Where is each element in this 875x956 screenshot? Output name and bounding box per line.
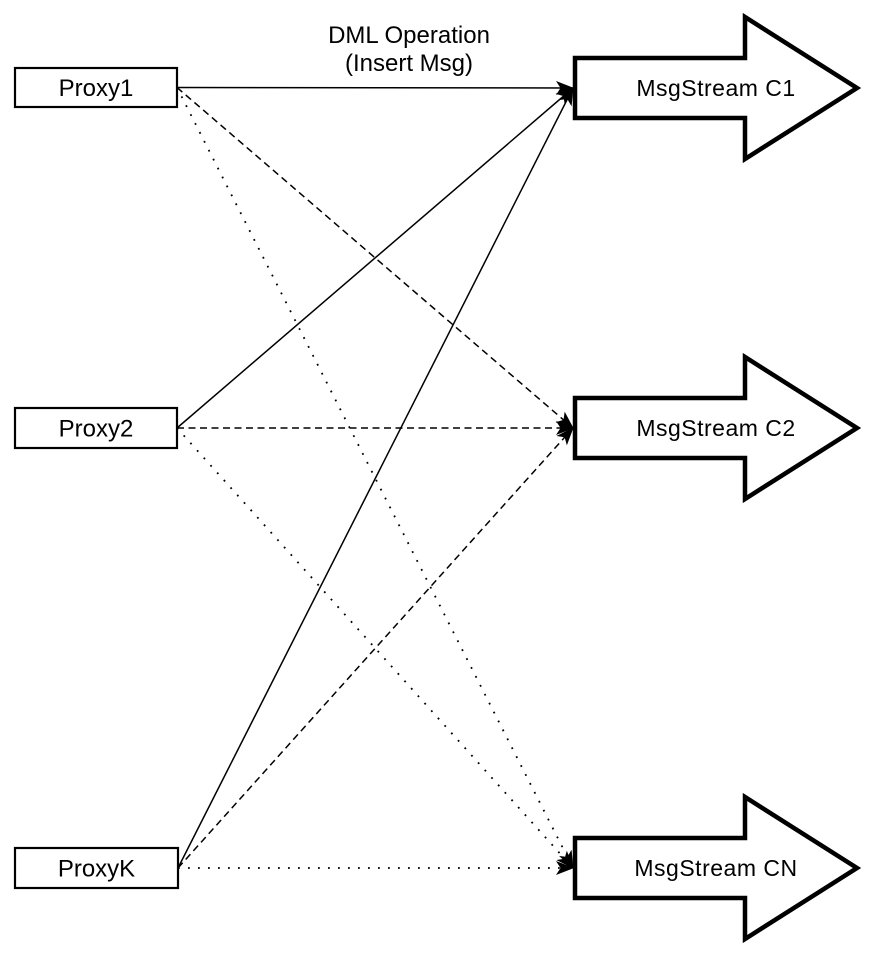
stream-label: MsgStream CN xyxy=(634,855,797,881)
proxy-box xyxy=(13,66,179,109)
proxy-node-proxy1: Proxy1 xyxy=(13,66,179,109)
stream-nodes-layer: MsgStream C1 MsgStream C2 MsgStream CN xyxy=(572,12,862,944)
edge-proxy2-cn xyxy=(176,427,574,869)
proxy-node-proxyk: ProxyK xyxy=(13,846,180,890)
stream-arrow-shape xyxy=(572,792,862,944)
edge-proxyk-c2 xyxy=(177,427,574,869)
stream-node-cn: MsgStream CN xyxy=(572,792,862,944)
stream-arrow-shape xyxy=(572,352,862,504)
proxy-box xyxy=(13,846,180,890)
proxy-node-proxy2: Proxy2 xyxy=(13,406,179,450)
stream-node-c1: MsgStream C1 xyxy=(572,12,862,164)
proxy-label: ProxyK xyxy=(58,856,135,883)
proxy-label: Proxy2 xyxy=(59,416,134,443)
edge-proxy1-c2 xyxy=(176,86,574,429)
edge-proxy1-c1 xyxy=(176,80,574,95)
stream-arrow-shape xyxy=(572,12,862,164)
edge-proxy2-c1 xyxy=(176,87,574,429)
diagram-title-line2: (Insert Msg) xyxy=(345,50,473,77)
proxy-label: Proxy1 xyxy=(59,75,134,102)
edges-layer xyxy=(176,80,574,875)
stream-label: MsgStream C2 xyxy=(636,415,795,441)
stream-node-c2: MsgStream C2 xyxy=(572,352,862,504)
edge-proxyk-c1 xyxy=(177,87,574,869)
proxy-box xyxy=(13,406,179,450)
stream-label: MsgStream C1 xyxy=(636,75,795,101)
diagram-title-line1: DML Operation xyxy=(328,22,490,49)
